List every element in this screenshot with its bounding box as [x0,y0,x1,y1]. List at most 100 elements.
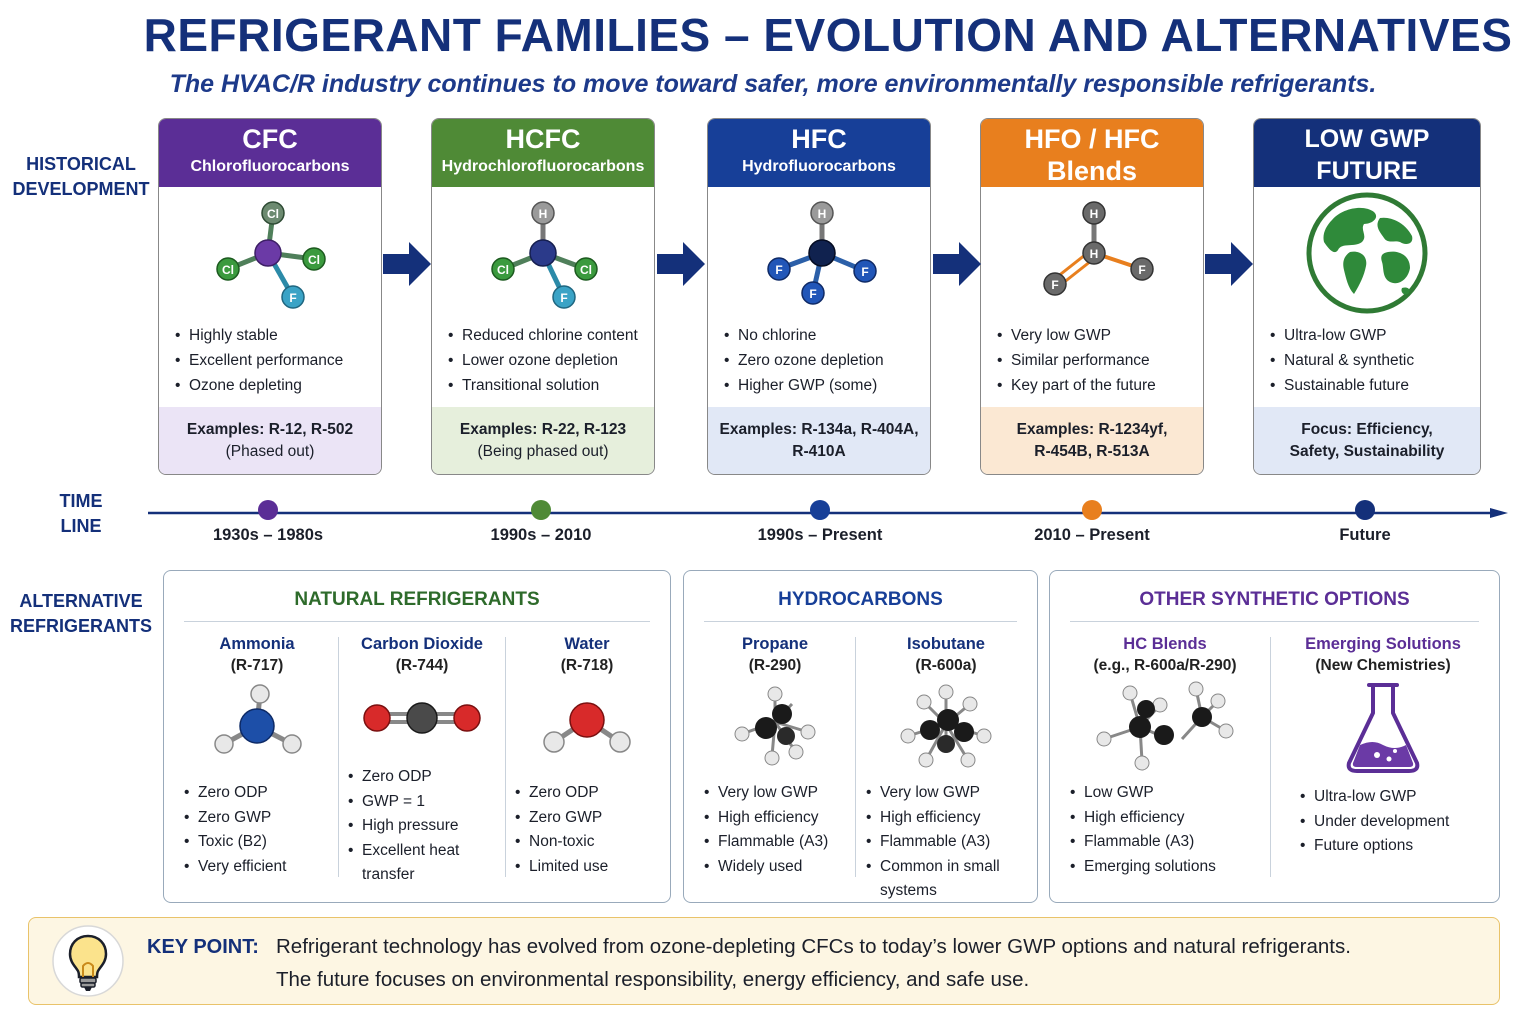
substance-code: (e.g., R-600a/R-290) [1093,657,1237,674]
arrow-right-icon [383,242,431,286]
arrow-right-icon [657,242,705,286]
atom-label: H [1090,247,1099,261]
atom-label: Cl [222,263,234,277]
family-header: HCFC Hydrochlorofluorocarbons [432,119,654,187]
substance-name: Isobutane [907,635,985,653]
side-label-timeline: TIME LINE [59,491,103,536]
molecule-hfc: H F F F [708,187,930,319]
natural-refrigerants-panel: NATURAL REFRIGERANTS Ammonia (R-717) Zer… [163,570,671,903]
atom-label: F [560,291,567,305]
family-name: HFC [791,124,847,154]
atom-label: Cl [308,253,320,267]
family-name: HFO / HFC Blends [1024,124,1160,186]
family-examples: Examples: R-1234yf, R-454B, R-513A [981,407,1203,474]
substance-code: (R-744) [395,657,449,674]
substance-hc-blends: HC Blends (e.g., R-600a/R-290) [1062,633,1268,893]
substance-name: Water [564,635,610,653]
bullet: Natural & synthetic [1270,348,1480,373]
ammonia-molecule-icon [176,677,338,773]
flask-icon [1272,677,1494,777]
bullet: Sustainable future [1270,373,1480,398]
hydrocarbons-panel: HYDROCARBONS Propane (R-290) Very l [683,570,1038,903]
substance-carbon-dioxide: Carbon Dioxide (R-744) Zero ODP GWP = 1 … [340,633,504,893]
substance-name: Emerging Solutions [1305,635,1461,653]
key-point-text: Refrigerant technology has evolved from … [276,935,1351,958]
water-molecule-icon [507,677,667,773]
family-examples: Examples: R-12, R-502 (Phased out) [159,407,381,474]
bullet: Very low GWP [997,323,1203,348]
atom-label: Cl [267,207,279,221]
timeline-label: 1930s – 1980s [212,526,324,544]
substance-name: Ammonia [219,635,295,653]
substance-bullets: Zero ODP GWP = 1 High pressure Excellent… [340,765,504,888]
substance-isobutane: Isobutane (R-600a) [858,633,1034,899]
family-card-cfc: CFC Chlorofluorocarbons Cl Cl Cl F Highl… [158,118,382,475]
bullet: Similar performance [997,348,1203,373]
bullet: Transitional solution [448,373,654,398]
lightbulb-icon [52,925,124,997]
isobutane-molecule-icon [858,677,1034,773]
family-header: HFO / HFC Blends Hydrofluoroolefins [981,119,1203,207]
substance-code: (R-717) [230,657,284,674]
family-bullets: Ultra-low GWP Natural & synthetic Sustai… [1254,323,1480,409]
atom-label: F [775,263,782,277]
substance-bullets: Very low GWP High efficiency Flammable (… [696,781,854,879]
substance-code: (R-718) [560,657,614,674]
bullet: Excellent performance [175,348,381,373]
timeline-dot-cfc [258,500,278,520]
substance-bullets: Low GWP High efficiency Flammable (A3) E… [1062,781,1268,879]
bullet: Highly stable [175,323,381,348]
arrow-right-icon [933,242,981,286]
key-point-box: KEY POINT: Refrigerant technology has ev… [28,917,1500,1005]
side-label-alternatives: ALTERNATIVE REFRIGERANTS [9,591,152,636]
propane-molecule-icon [696,677,854,773]
atom-label: Cl [497,263,509,277]
molecule-cfc: Cl Cl Cl F [159,187,381,319]
family-subtitle: Chlorofluorocarbons [190,158,350,175]
family-bullets: Very low GWP Similar performance Key par… [981,323,1203,409]
family-subtitle: Hydrochlorofluorocarbons [441,158,645,175]
substance-bullets: Zero ODP Zero GWP Non-toxic Limited use [507,781,667,879]
substance-ammonia: Ammonia (R-717) Zero ODP Zero GWP Toxic … [176,633,338,893]
atom-label: F [809,287,816,301]
substance-water: Water (R-718) Zero ODP Zero GWP Non-toxi… [507,633,667,893]
family-card-hfo: HFO / HFC Blends Hydrofluoroolefins H H … [980,118,1204,475]
substance-code: (New Chemistries) [1315,657,1451,674]
family-name: LOW GWP FUTURE [1304,125,1430,185]
timeline-dot-hfo [1082,500,1102,520]
family-card-hfc: HFC Hydrofluorocarbons H F F F No chlori… [707,118,931,475]
substance-code: (R-600a) [915,657,977,674]
bullet: Higher GWP (some) [724,373,930,398]
atom-label: F [861,265,868,279]
co2-molecule-icon [340,677,504,757]
page-subtitle: The HVAC/R industry continues to move to… [169,70,1377,98]
substance-bullets: Very low GWP High efficiency Flammable (… [858,781,1034,904]
timeline-dot-hfc [810,500,830,520]
family-header: HFC Hydrofluorocarbons [708,119,930,187]
family-bullets: No chlorine Zero ozone depletion Higher … [708,323,930,409]
timeline-dot-hcfc [531,500,551,520]
arrow-right-icon [1205,242,1253,286]
family-bullets: Highly stable Excellent performance Ozon… [159,323,381,409]
atom-label: F [1051,278,1058,292]
family-examples: Focus: Efficiency, Safety, Sustainabilit… [1254,407,1480,474]
substance-name: Carbon Dioxide [361,635,483,653]
synthetic-options-panel: OTHER SYNTHETIC OPTIONS HC Blends (e.g.,… [1049,570,1500,903]
family-header: CFC Chlorofluorocarbons [159,119,381,187]
atom-label: H [1090,207,1099,221]
timeline-label: Future [1339,526,1391,544]
atom-label: Cl [580,263,592,277]
family-name: CFC [242,124,298,154]
globe-icon [1254,187,1480,319]
substance-code: (R-290) [748,657,802,674]
family-card-low-gwp: LOW GWP FUTURE Next Generation Solutions… [1253,118,1481,475]
timeline-label: 1990s – Present [757,526,883,544]
hc-blend-molecule-icon [1062,677,1268,773]
side-label-historical: HISTORICAL DEVELOPMENT [12,154,150,199]
timeline-label: 2010 – Present [1034,526,1150,544]
family-subtitle: Hydrofluorocarbons [742,158,896,175]
substance-name: Propane [741,635,809,653]
family-subtitle: Hydrofluoroolefins [1020,190,1164,207]
bullet: No chlorine [724,323,930,348]
panel-title: OTHER SYNTHETIC OPTIONS [1139,589,1410,610]
